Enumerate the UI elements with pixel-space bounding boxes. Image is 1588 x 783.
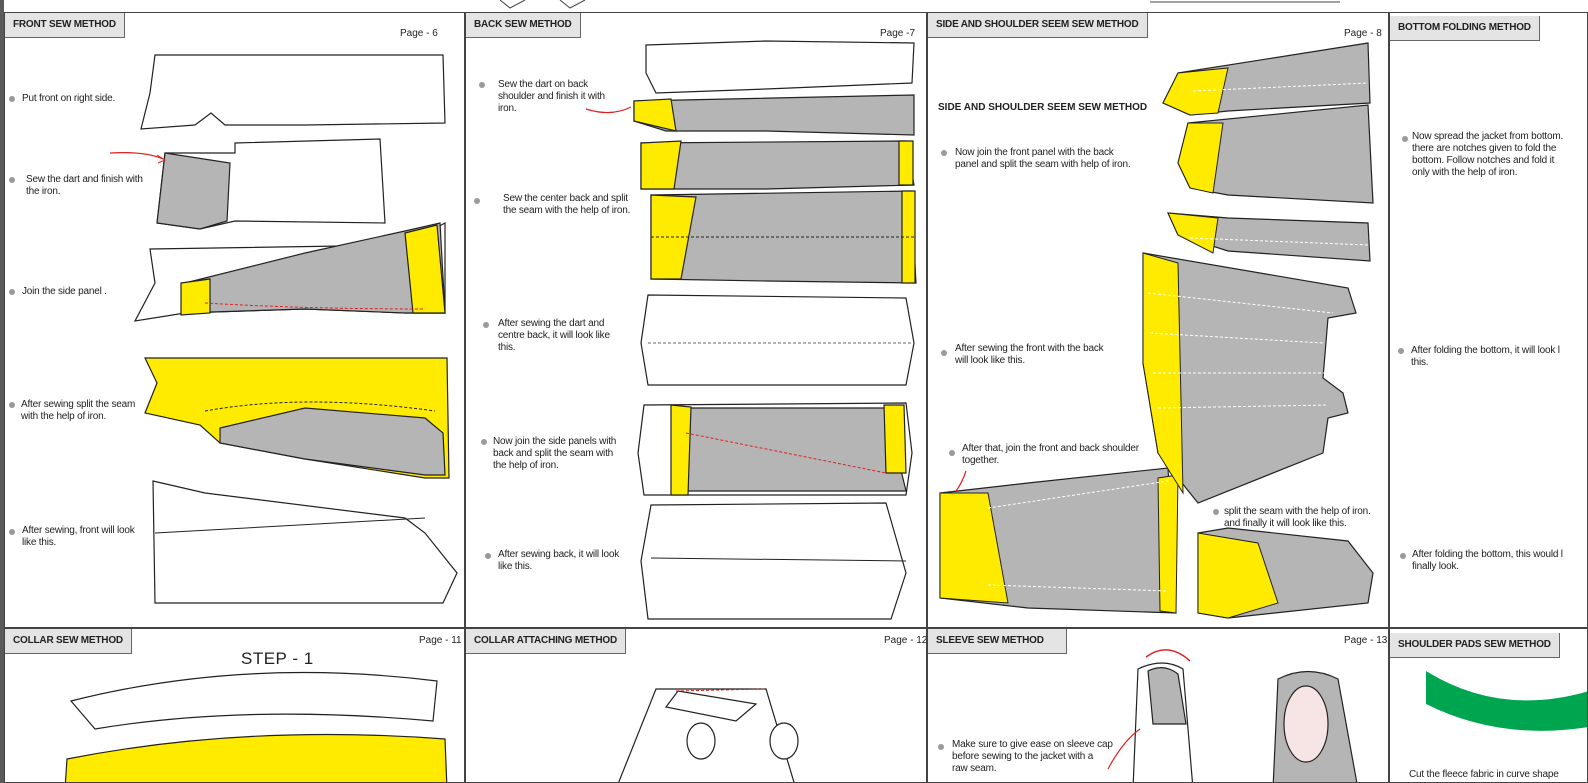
side-pattern-illustrations	[928, 13, 1389, 628]
panel-shoulder-pads-sew-method: SHOULDER PADS SEW METHOD Cut the fleece …	[1389, 628, 1588, 783]
panel-collar-attaching-method: COLLAR ATTACHING METHOD Page - 12	[465, 628, 927, 783]
bullet-icon	[1402, 136, 1408, 142]
shoulder-pad-illustration	[1390, 629, 1588, 783]
panel-sleeve-sew-method: SLEEVE SEW METHOD Page - 13 Make sure to…	[927, 628, 1389, 783]
back-pattern-illustrations	[466, 13, 927, 628]
bullet-icon	[1400, 553, 1406, 559]
front-piece-plain	[141, 55, 445, 129]
step-text: After folding the bottom, it will look l…	[1411, 345, 1560, 369]
front-piece-final	[153, 481, 457, 603]
panel-collar-sew-method: COLLAR SEW METHOD Page - 11 STEP - 1	[4, 628, 465, 783]
top-cropped-strip	[0, 0, 1588, 12]
collar-attach-illustration	[466, 629, 927, 783]
panel-front-sew-method: FRONT SEW METHOD Page - 6 Put front on r…	[4, 12, 465, 628]
panel-back-sew-method: BACK SEW METHOD Page -7 Sew the dart on …	[465, 12, 927, 628]
step-text: After folding the bottom, this would l f…	[1412, 549, 1563, 573]
bullet-icon	[1398, 348, 1404, 354]
front-pattern-illustrations	[5, 13, 465, 628]
sleeve-illustration	[928, 629, 1389, 783]
panel-side-shoulder-sew-method: SIDE AND SHOULDER SEEM SEW METHOD Page -…	[927, 12, 1389, 628]
step-text: Now spread the jacket from bottom. there…	[1412, 131, 1563, 179]
collar-illustration	[5, 629, 465, 783]
panel-bottom-folding-method: BOTTOM FOLDING METHOD Now spread the jac…	[1389, 12, 1588, 628]
panel-title: BOTTOM FOLDING METHOD	[1390, 16, 1540, 41]
